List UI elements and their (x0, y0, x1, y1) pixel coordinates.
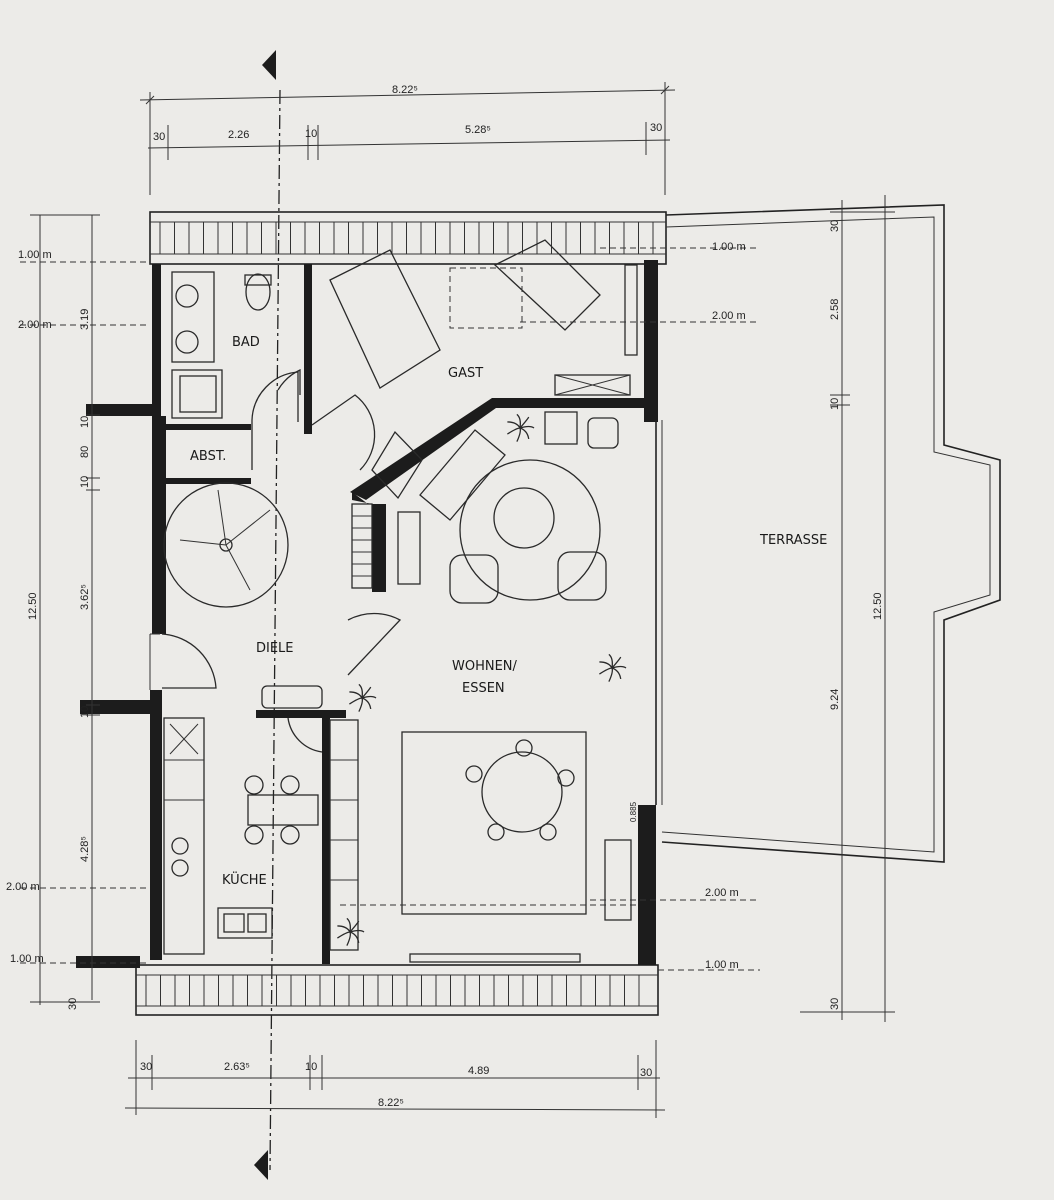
level-labels: 1.00 m 2.00 m 2.00 m 1.00 m 1.00 m 2.00 … (6, 241, 746, 971)
dim-top-528: 5.28⁵ (465, 124, 491, 136)
dim-right-10: 10 (829, 398, 841, 410)
room-labels: BAD GAST ABST. DIELE WOHNEN/ ESSEN KÜCHE… (190, 335, 827, 888)
level-left-bottom-100: 1.00 m (10, 953, 44, 965)
room-label-kueche: KÜCHE (222, 871, 267, 888)
outline (149, 420, 663, 805)
dim-top-right-30: 30 (650, 122, 662, 134)
dim-left-428: 4.28⁵ (79, 836, 91, 862)
level-right-top-100: 1.00 m (712, 241, 746, 253)
level-lines (20, 247, 760, 971)
dim-top-10: 10 (305, 128, 317, 140)
level-left-top-100: 1.00 m (18, 249, 52, 261)
dim-left-362: 3.62⁵ (79, 584, 91, 610)
straight-stair (351, 430, 423, 589)
room-label-bad: BAD (232, 335, 260, 350)
dim-bottom-right-30: 30 (640, 1067, 652, 1079)
dim-bottom-10: 10 (305, 1061, 317, 1073)
level-right-bottom-200: 2.00 m (705, 887, 739, 899)
plant-icon (599, 653, 627, 682)
right-dimensions (800, 195, 895, 1022)
dim-right-1250: 12.50 (872, 592, 884, 620)
dim-left-80: 80 (79, 446, 91, 458)
dim-left-319: 3.19 (79, 309, 91, 330)
dim-right-30-bottom: 30 (829, 998, 841, 1010)
bottom-dim-labels: 30 2.63⁵ 10 4.89 30 8.22⁵ (140, 1061, 652, 1109)
plant-icon (337, 917, 365, 946)
walls (76, 260, 658, 968)
dim-top-overall: 8.22⁵ (392, 84, 418, 96)
section-axis (254, 50, 281, 1180)
room-label-terrasse: TERRASSE (759, 533, 827, 548)
room-label-wohnen: WOHNEN/ (452, 659, 518, 674)
dim-left-1250: 12.50 (27, 592, 39, 620)
top-dimensions: 8.22⁵ 30 2.26 10 5.28⁵ 30 (139, 82, 676, 195)
terrace-outline (661, 204, 1001, 863)
dim-bottom-left-30: 30 (140, 1061, 152, 1073)
left-dim-labels: 12.50 3.19 10 80 10 3.62⁵ 10 4.28⁵ 30 (27, 309, 91, 1010)
doors (161, 371, 402, 753)
room-label-essen: ESSEN (462, 681, 505, 696)
dim-right-258: 2.58 (829, 299, 841, 320)
right-dim-labels: 30 2.58 10 9.24 12.50 30 0.885 (629, 220, 884, 1010)
bottom-dimensions (124, 1040, 666, 1118)
room-label-abst: ABST. (190, 449, 226, 464)
level-left-bottom-200: 2.00 m (6, 881, 40, 893)
dim-left-10c: 10 (79, 706, 91, 718)
level-right-top-200: 2.00 m (712, 310, 746, 322)
dim-left-10a: 10 (79, 416, 91, 428)
dim-left-10b: 10 (79, 476, 91, 488)
dim-top-left-30: 30 (153, 131, 165, 143)
section-marker-top-icon (262, 50, 276, 80)
plant-icon (507, 413, 535, 442)
section-marker-bottom-icon (254, 1150, 268, 1180)
kitchen-fixtures (163, 685, 359, 955)
left-dimensions (30, 214, 100, 1005)
guest-furniture (329, 239, 638, 396)
dim-right-30-top: 30 (829, 220, 841, 232)
living-furniture (340, 411, 636, 963)
spiral-staircase (163, 482, 289, 608)
room-label-gast: GAST (448, 366, 483, 381)
bottom-balcony-railing (135, 964, 659, 1016)
dim-top-226: 2.26 (228, 129, 249, 141)
dim-right-924: 9.24 (829, 689, 841, 710)
plant-icon (349, 683, 377, 712)
level-right-bottom-100: 1.00 m (705, 959, 739, 971)
dim-left-30: 30 (67, 998, 79, 1010)
dim-small-window: 0.885 (629, 801, 638, 822)
bathroom-fixtures (171, 271, 301, 419)
room-label-diele: DIELE (256, 641, 294, 656)
dim-bottom-263: 2.63⁵ (224, 1061, 250, 1073)
dim-bottom-overall: 8.22⁵ (378, 1097, 404, 1109)
dim-bottom-489: 4.89 (468, 1065, 489, 1077)
level-left-top-200: 2.00 m (18, 319, 52, 331)
plants (337, 413, 627, 946)
top-balcony-railing (149, 211, 667, 265)
